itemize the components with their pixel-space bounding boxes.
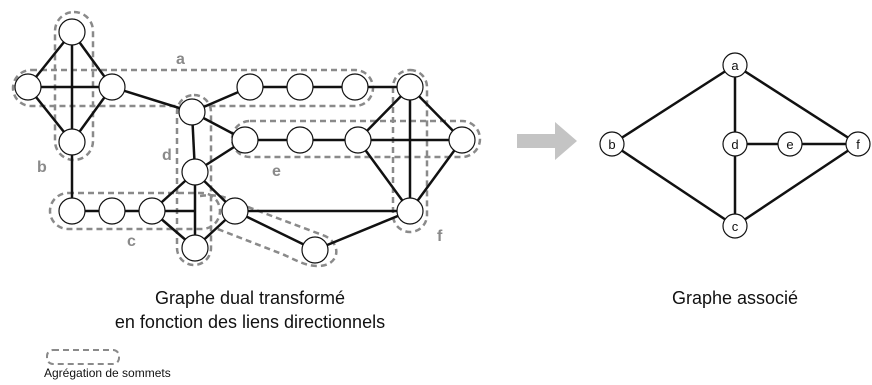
edge [111,85,193,114]
legend-dashed-icon [46,349,120,365]
dual-node [181,158,209,186]
dual-node [236,73,264,101]
edge [234,209,316,252]
legend-label: Agrégation de sommets [44,366,171,380]
transform-arrow-icon [517,122,577,160]
node-d: d [722,131,748,157]
group-label-e: e [272,163,281,180]
dual-node [231,126,259,154]
dual-node [286,126,314,154]
dual-node [344,126,372,154]
dual-nodes [14,18,476,264]
dual-node [58,128,86,156]
dual-node [98,73,126,101]
node-f: f [845,131,871,157]
aggregation-f [391,68,429,234]
group-label-a: a [176,51,185,68]
dual-node [58,197,86,225]
node-a-label: a [731,58,739,73]
edge [356,139,412,212]
left-caption-line1: Graphe dual transformé [154,288,346,308]
edge-b-c [611,142,736,228]
dual-node [286,73,314,101]
group-label-c: c [127,233,136,250]
group-label-d: d [162,147,172,164]
dual-node [221,197,249,225]
edge-a-b [611,63,736,146]
dual-node [301,236,329,264]
node-e-label: e [786,137,793,152]
left-caption: Graphe dual transformé en fonction des l… [60,286,440,334]
aggregation-c [48,191,222,231]
dual-node [396,73,424,101]
aggregation-d [175,93,213,267]
edge [314,209,411,252]
aggregation-e [230,119,482,159]
edge-f-c [734,142,859,228]
dual-node [341,73,369,101]
associated-nodes: a b d e f c [599,52,871,239]
node-b: b [599,131,625,157]
dual-node [178,98,206,126]
edge-a-f [734,63,859,146]
dual-node [98,197,126,225]
dual-node [181,234,209,262]
node-c: c [722,213,748,239]
node-d-label: d [731,137,738,152]
dual-node [396,197,424,225]
dual-node [138,197,166,225]
left-caption-line2: en fonction des liens directionnels [114,312,386,332]
edge [408,139,464,212]
node-a: a [722,52,748,78]
node-e: e [777,131,803,157]
node-b-label: b [608,137,615,152]
node-f-label: f [856,137,860,152]
node-c-label: c [732,219,739,234]
right-caption: Graphe associé [671,288,799,308]
dual-node [58,18,86,46]
dual-node [448,126,476,154]
group-label-b: b [37,159,47,176]
group-label-f: f [437,228,443,245]
dual-node [14,73,42,101]
